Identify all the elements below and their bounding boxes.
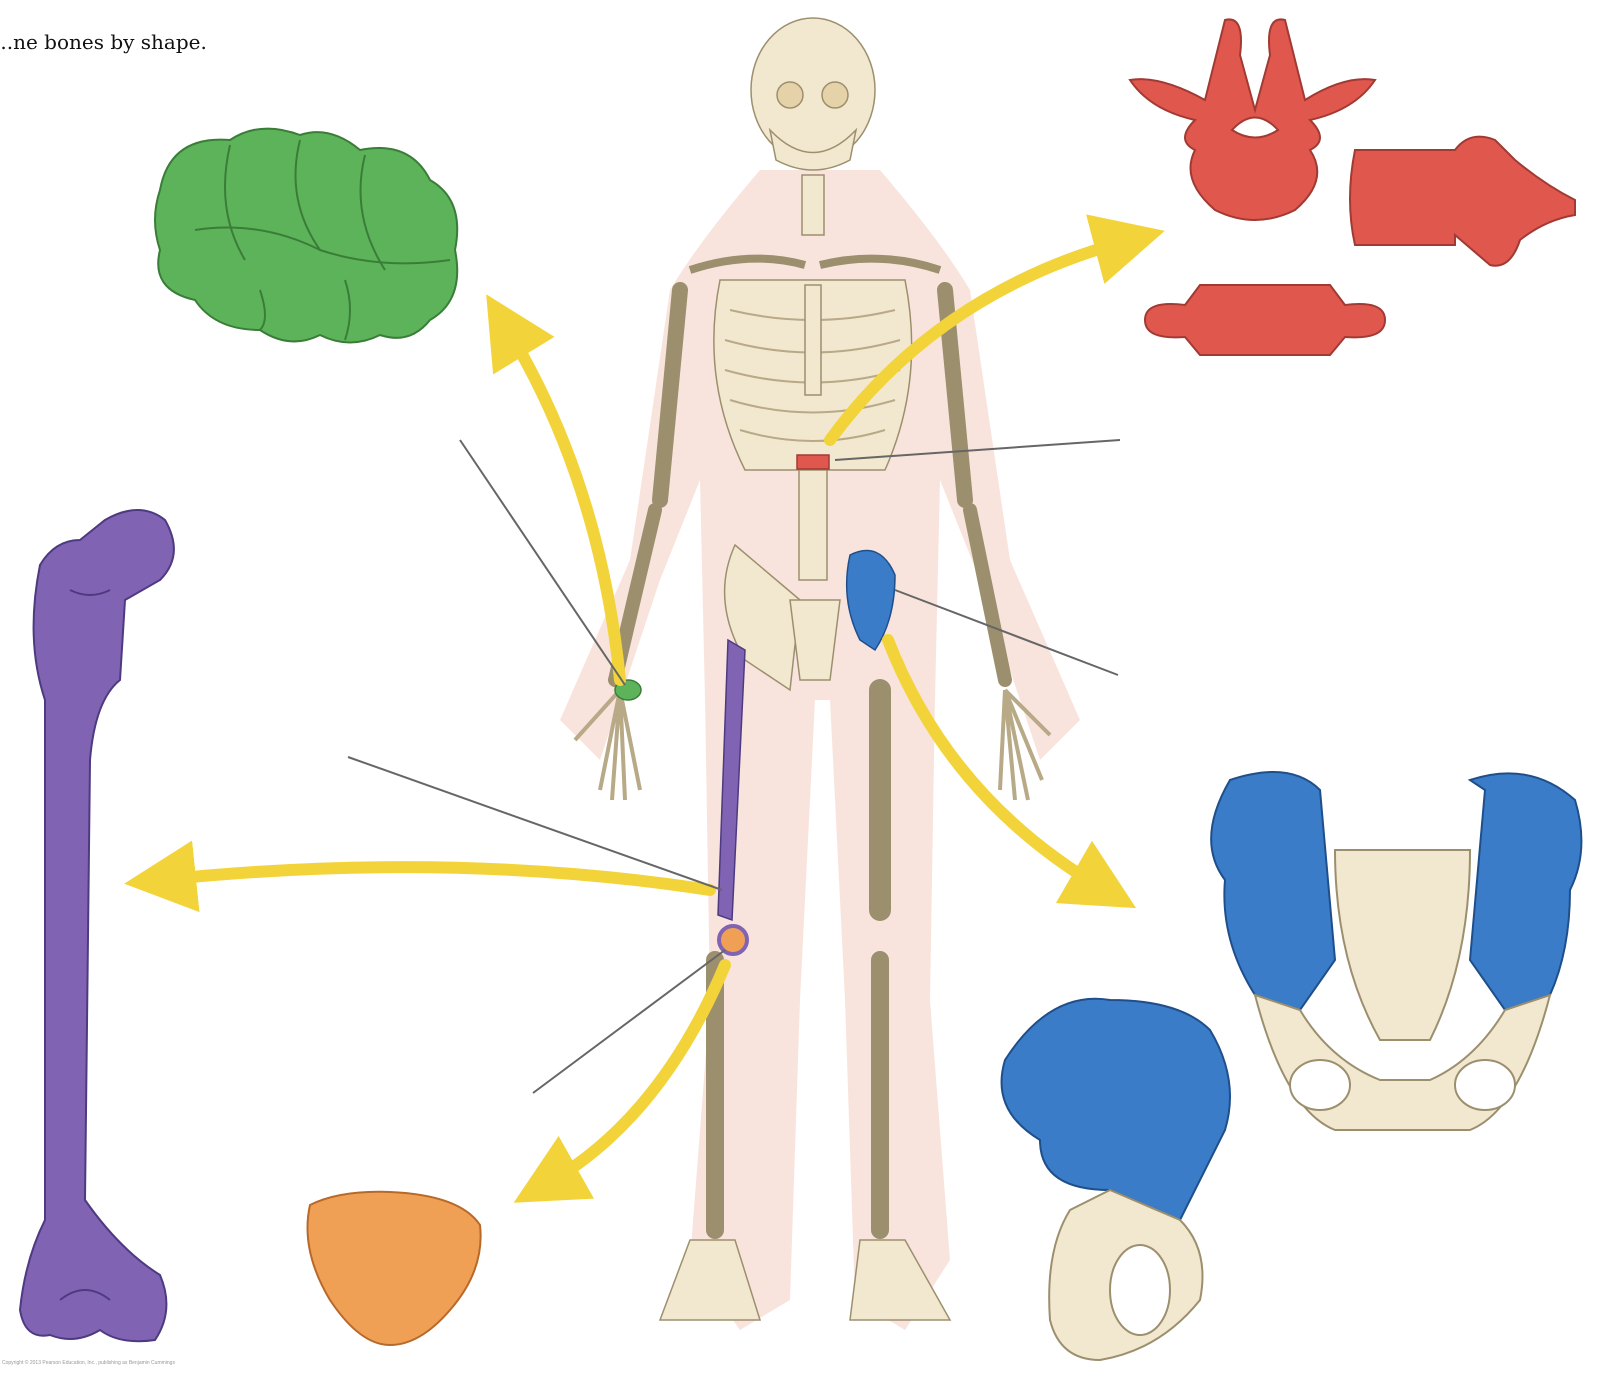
patella-highlight: [719, 926, 747, 954]
copyright-notice: Copyright © 2013 Pearson Education, Inc.…: [2, 1360, 175, 1366]
yellow-arrows: [160, 240, 1130, 1185]
vertebra-highlight: [797, 455, 829, 469]
irregular-bone-vertebra: [1130, 19, 1575, 355]
sternum: [805, 285, 821, 395]
flat-bone-pelvis-anterior: [1211, 772, 1581, 1130]
lumbar-spine: [799, 460, 827, 580]
vertebra-anterior-view: [1145, 285, 1385, 355]
short-bone-carpals: [155, 129, 457, 343]
skull: [751, 18, 875, 162]
skeleton: [575, 18, 1050, 1320]
arrow-to-femur: [160, 867, 710, 890]
long-bone-femur: [20, 510, 174, 1341]
arrow-to-patella: [545, 965, 725, 1185]
eye-socket-right: [822, 82, 848, 108]
eye-socket-left: [777, 82, 803, 108]
flat-bone-os-coxae-lateral: [1002, 999, 1230, 1360]
vertebra-lateral-view: [1350, 137, 1575, 266]
cervical-spine: [802, 175, 824, 235]
pelvis-sacrum: [1335, 850, 1470, 1040]
sesamoid-bone-patella: [308, 1192, 481, 1345]
